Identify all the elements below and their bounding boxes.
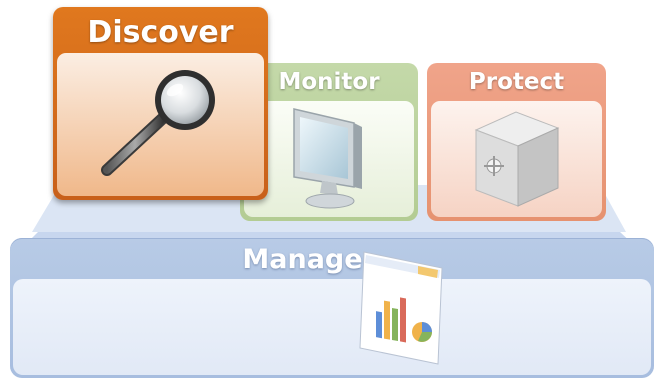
- report-icon: [359, 251, 443, 365]
- manage-panel-body: [13, 279, 651, 375]
- manage-panel: Manage: [10, 238, 654, 378]
- discover-label: Discover: [87, 15, 234, 50]
- safe-icon: [474, 111, 560, 207]
- monitor-icon: [293, 108, 362, 209]
- manage-label: Manage: [242, 244, 363, 275]
- monitor-label: Monitor: [278, 69, 380, 95]
- protect-label: Protect: [468, 69, 565, 95]
- magnifier-icon: [101, 70, 215, 176]
